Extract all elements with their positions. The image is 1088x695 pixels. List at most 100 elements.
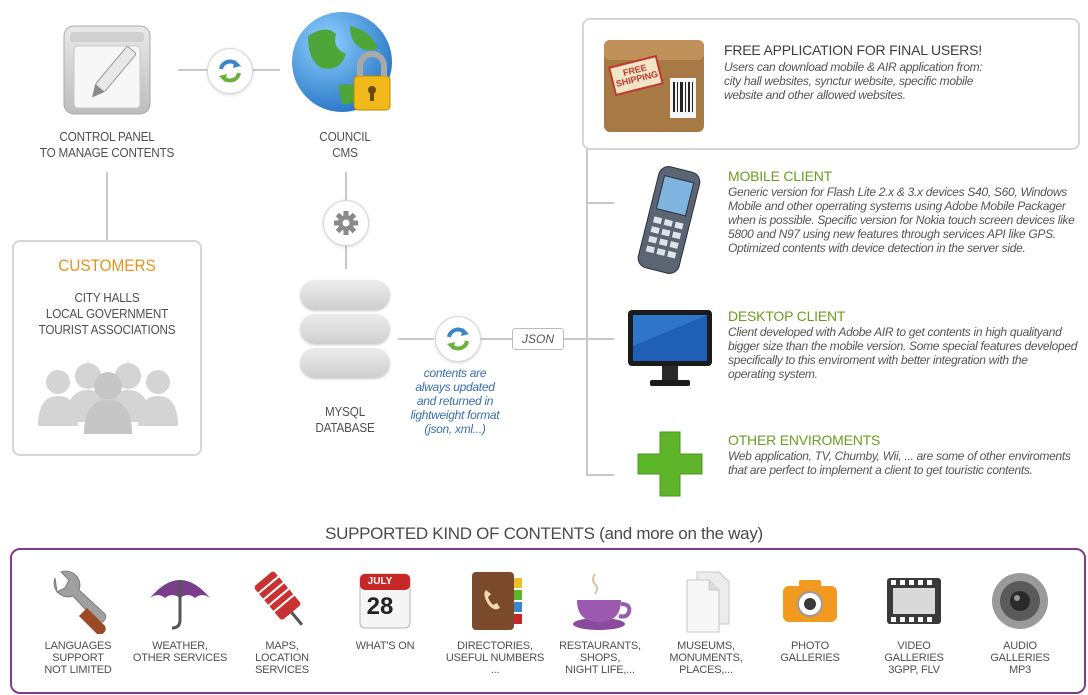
connector-cms-to-gear [345, 172, 347, 200]
sync-icon-2 [435, 316, 481, 362]
note-line: always updated [415, 380, 495, 394]
note-line: and returned in [416, 394, 494, 408]
content-label-line: GALLERIES [990, 652, 1050, 664]
json-label: JSON [521, 332, 554, 346]
connector-sync-to-json [480, 338, 512, 340]
sync-icon [207, 48, 253, 94]
customers-list: CITY HALLS LOCAL GOVERNMENT TOURIST ASSO… [23, 290, 190, 338]
database-line1: MYSQL [324, 404, 366, 419]
content-label-line: NIGHT LIFE,... [565, 664, 635, 676]
contents-note: contents are always updated and returned… [400, 366, 510, 436]
desc-line: that are perfect to implement a client t… [728, 463, 1033, 477]
mobile-phone-icon [628, 164, 710, 281]
content-label-line: LANGUAGES [44, 640, 112, 652]
content-item-directories: DIRECTORIES,USEFUL NUMBERS... [446, 568, 544, 676]
desc-line: Mobile and other operrating systems usin… [728, 199, 1066, 213]
free-app-title: FREE APPLICATION FOR FINAL USERS! [724, 42, 982, 58]
other-env-title: OTHER ENVIROMENTS [728, 432, 881, 448]
connector-gear-to-db [345, 245, 347, 269]
content-label-line: RESTAURANTS, [559, 640, 641, 652]
desc-line: Client developed with Adobe AIR to get c… [728, 325, 1062, 339]
content-label-line: MAPS, [265, 640, 299, 652]
content-label-line: MUSEUMS, [677, 640, 735, 652]
control-panel-line1: CONTROL PANEL [59, 129, 155, 144]
desc-line: 5800 and N97 using new features through … [728, 227, 1056, 241]
control-panel-line2: TO MANAGE CONTENTS [39, 145, 175, 160]
calendar-month: JULY [367, 576, 393, 587]
desc-line: Web application, TV, Chumby, Wii, ... ar… [728, 449, 1071, 463]
content-label-line: SHOPS, [579, 652, 621, 664]
connector-db-to-sync [398, 338, 434, 340]
mobile-client-desc: Generic version for Flash Lite 2.x & 3.x… [728, 185, 1078, 255]
customers-title: CUSTOMERS [58, 256, 156, 275]
free-app-desc-line: city hall websites, synctur website, spe… [724, 74, 974, 88]
cms-label: COUNCIL CMS [287, 129, 404, 161]
database-label: MYSQL DATABASE [291, 404, 399, 436]
connector-freeapp [586, 140, 588, 202]
map-pin-icon [254, 571, 304, 626]
content-label: WEATHER,OTHER SERVICES [130, 640, 230, 664]
connector-json-to-bracket [562, 338, 586, 340]
camera-icon [783, 580, 837, 622]
supported-title: SUPPORTED KIND OF CONTENTS (and more on … [325, 524, 763, 543]
bracket-bottom [586, 474, 614, 476]
database-icon [300, 280, 390, 400]
content-label: DIRECTORIES,USEFUL NUMBERS... [445, 640, 545, 676]
cms-line1: COUNCIL [319, 129, 371, 144]
content-label-line: GALLERIES [780, 652, 840, 664]
content-label-line: WHAT'S ON [355, 640, 415, 652]
content-label: WHAT'S ON [335, 640, 435, 652]
documents-icon [686, 571, 730, 633]
content-label-line: VIDEO [897, 640, 931, 652]
desc-line: operating system. [728, 367, 818, 381]
content-label-line: USEFUL NUMBERS [445, 652, 545, 664]
other-env-desc: Web application, TV, Chumby, Wii, ... ar… [728, 449, 1078, 477]
content-label-line: 3GPP, FLV [888, 664, 940, 676]
plus-icon [636, 430, 704, 503]
mobile-client-title: MOBILE CLIENT [728, 168, 832, 184]
content-label-line: DIRECTORIES, [457, 640, 533, 652]
desktop-client-desc: Client developed with Adobe AIR to get c… [728, 325, 1078, 381]
bracket-mid [586, 338, 614, 340]
db-disk-1 [300, 280, 390, 310]
film-icon [887, 578, 941, 624]
gear-icon [323, 200, 369, 246]
content-item-whatson: JULY 28 WHAT'S ON [345, 568, 425, 652]
content-label-line: SERVICES [255, 664, 309, 676]
content-item-weather: WEATHER,OTHER SERVICES [133, 568, 227, 664]
coffee-cup-icon [573, 573, 632, 630]
db-disk-2 [300, 314, 390, 344]
content-label-line: MONUMENTS, [669, 652, 743, 664]
wrench-icon [53, 570, 107, 635]
free-app-desc: Users can download mobile & AIR applicat… [724, 60, 1064, 102]
bracket-top [586, 202, 614, 204]
calendar-day: 28 [366, 593, 394, 620]
package-icon [604, 40, 704, 132]
monitor-icon [624, 306, 716, 395]
content-label-line: PLACES,... [679, 664, 733, 676]
content-label-line: NOT LIMITED [44, 664, 112, 676]
umbrella-icon [150, 580, 210, 630]
connector-sync-to-cms [252, 69, 280, 71]
customer-item: TOURIST ASSOCIATIONS [38, 322, 176, 337]
globe-lock-icon [288, 6, 400, 129]
address-book-icon [472, 572, 522, 630]
customers-panel: CUSTOMERS CITY HALLS LOCAL GOVERNMENT TO… [12, 240, 202, 456]
database-line2: DATABASE [315, 420, 375, 435]
free-app-panel: FREE SHIPPING FREE APPLICATION FOR FINAL… [582, 18, 1080, 150]
cms-line2: CMS [332, 145, 358, 160]
desc-line: bigger size than the mobile version. Som… [728, 339, 1078, 353]
content-label-line: GALLERIES [884, 652, 944, 664]
content-item-restaurants: RESTAURANTS,SHOPS,NIGHT LIFE,... [559, 568, 641, 676]
people-icon [38, 363, 178, 434]
db-disk-3 [300, 348, 390, 378]
content-item-museums: MUSEUMS,MONUMENTS,PLACES,... [666, 568, 746, 676]
note-line: (json, xml...) [424, 422, 486, 436]
content-label-line: PHOTO [791, 640, 829, 652]
content-label-line: AUDIO [1003, 640, 1037, 652]
